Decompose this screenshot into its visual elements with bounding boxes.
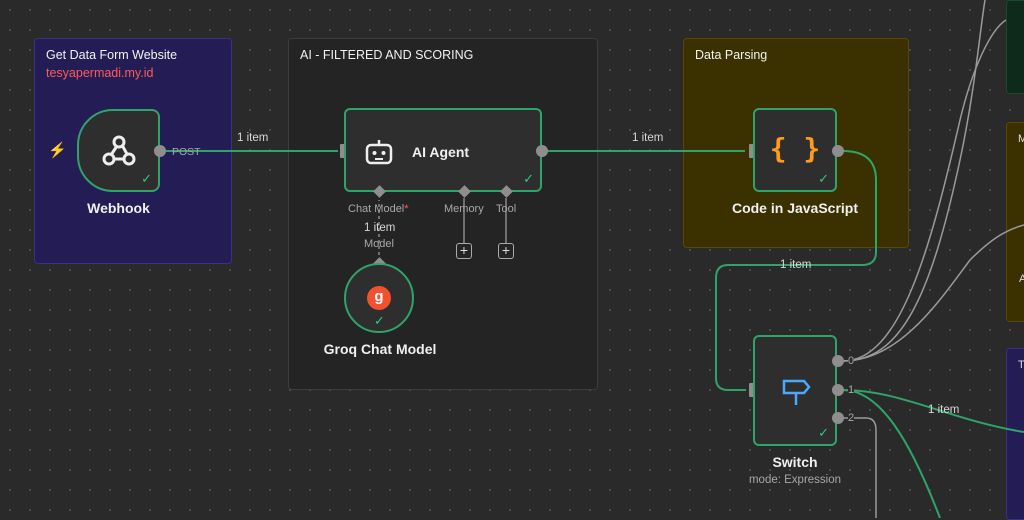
webhook-node[interactable]: ✓ — [77, 109, 160, 192]
success-check-icon: ✓ — [523, 171, 534, 186]
webhook-output-label: POST — [172, 146, 201, 158]
node-label: Switch — [772, 454, 818, 470]
connection-switch-out0-a — [842, 0, 986, 362]
connection-switch-out1-a — [842, 389, 1024, 433]
connection-switch-out1-b — [842, 389, 941, 518]
connection-item-count: 1 item — [237, 132, 269, 144]
node-label: AI Agent — [412, 144, 470, 160]
sticky-note-partial-yellow[interactable]: M A — [1006, 122, 1024, 322]
node-sublabel: mode: Expression — [748, 474, 842, 486]
switch-input-port[interactable] — [749, 383, 755, 397]
connection-switch-out0-c — [842, 19, 1007, 362]
webhook-icon — [102, 135, 136, 166]
node-label: Webhook — [87, 200, 150, 216]
sticky-partial-text: M — [1018, 133, 1024, 145]
switch-output-port-1[interactable] — [832, 384, 844, 396]
node-label: Code in JavaScript — [731, 200, 859, 216]
connection-item-count: 1 item — [928, 404, 960, 416]
add-tool-button[interactable]: + — [498, 243, 514, 259]
sticky-title: Get Data Form Website — [46, 48, 178, 62]
sticky-title: AI - FILTERED AND SCORING — [300, 48, 474, 62]
connection-switch-out2 — [843, 417, 877, 518]
connection-code-switch — [715, 150, 877, 391]
webhook-output-port[interactable] — [154, 145, 166, 157]
connection-item-count: 1 item — [632, 132, 664, 144]
connection-item-count: 1 item — [780, 259, 812, 271]
sticky-subtitle-link: tesyapermadi.my.id — [46, 66, 154, 80]
code-braces-icon: { } — [769, 132, 821, 165]
switch-output-port-2[interactable] — [832, 412, 844, 424]
groq-chat-model-node[interactable]: g ✓ — [344, 263, 414, 333]
switch-output-label: 1 — [848, 384, 855, 396]
sticky-title: Data Parsing — [695, 48, 768, 62]
connection-switch-out0-b — [842, 224, 1024, 362]
sticky-note-partial-green[interactable] — [1006, 0, 1024, 94]
ai-agent-node[interactable]: AI Agent ✓ — [344, 108, 542, 192]
success-check-icon: ✓ — [818, 425, 829, 440]
groq-icon: g — [367, 286, 391, 310]
tool-label: Tool — [496, 203, 517, 215]
code-output-port[interactable] — [832, 145, 844, 157]
node-label: Groq Chat Model — [323, 341, 437, 357]
lightning-icon: ⚡ — [48, 142, 67, 159]
robot-icon — [365, 140, 393, 165]
sticky-note-ai-filtered[interactable]: AI - FILTERED AND SCORING — [288, 38, 598, 390]
groq-input-label: Model — [364, 238, 394, 250]
code-node[interactable]: { } ✓ — [753, 108, 837, 192]
connection-item-count: 1 item — [364, 222, 396, 234]
switch-output-label: 0 — [848, 355, 855, 367]
code-input-port[interactable] — [749, 144, 755, 158]
sticky-partial-text: T — [1018, 359, 1024, 371]
success-check-icon: ✓ — [141, 171, 152, 186]
agent-input-port[interactable] — [340, 144, 346, 158]
add-memory-button[interactable]: + — [456, 243, 472, 259]
success-check-icon: ✓ — [818, 171, 829, 186]
chat-model-label: Chat Model* — [348, 203, 409, 215]
switch-node[interactable]: ✓ — [753, 335, 837, 446]
signpost-icon — [782, 379, 811, 405]
memory-label: Memory — [444, 203, 484, 215]
switch-output-port-0[interactable] — [832, 355, 844, 367]
sticky-partial-text: A — [1019, 273, 1024, 285]
success-check-icon: ✓ — [374, 313, 385, 328]
agent-output-port[interactable] — [536, 145, 548, 157]
switch-output-label: 2 — [848, 412, 855, 424]
